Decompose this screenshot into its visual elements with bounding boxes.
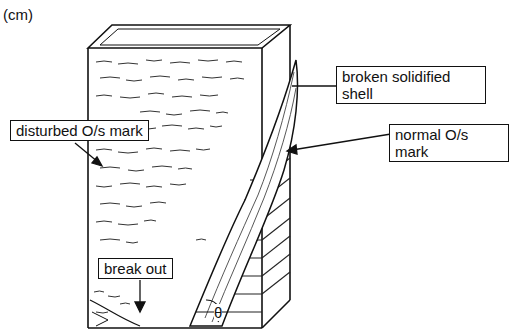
callout-box: normal O/s mark	[389, 124, 509, 162]
unit-label: (cm)	[3, 6, 33, 23]
callout-box: break out	[98, 258, 173, 279]
callout-box: broken solidified shell	[336, 66, 486, 104]
callout-text: normal O/s mark	[395, 126, 503, 160]
callout-text: break out	[104, 260, 167, 277]
angle-label: θ	[214, 304, 222, 321]
callout-box: disturbed O/s mark	[10, 120, 149, 141]
callout-text: disturbed O/s mark	[16, 122, 143, 139]
callout-text: broken solidified shell	[342, 68, 480, 102]
